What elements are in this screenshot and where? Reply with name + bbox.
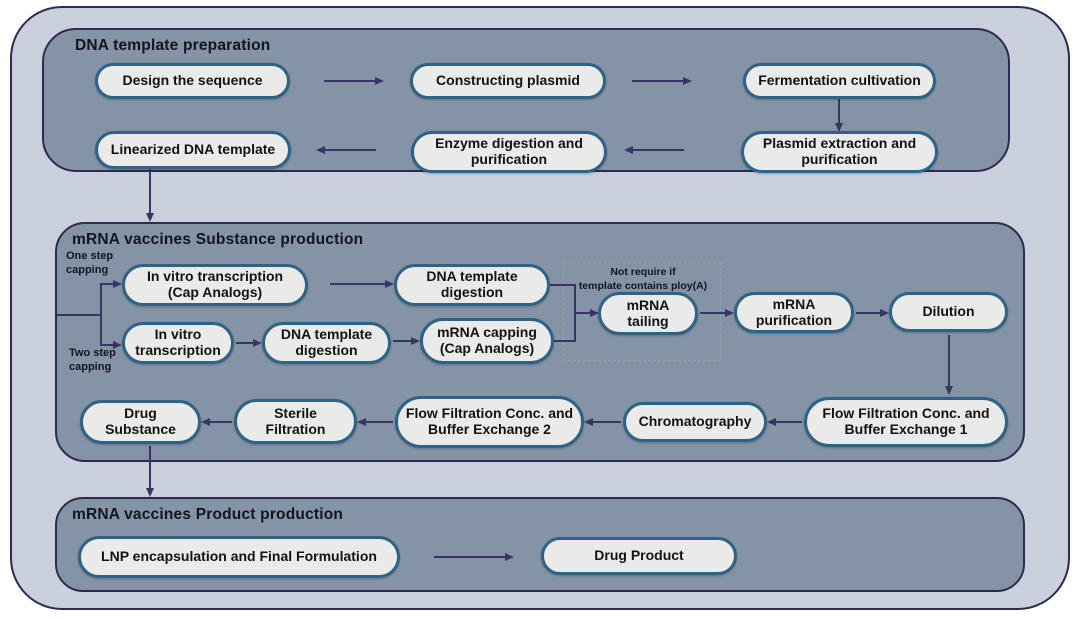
arrow-right-icon — [700, 312, 726, 314]
node-constructing-plasmid: Constructing plasmid — [410, 63, 606, 99]
node-in-vitro-transcription: In vitro transcription — [122, 322, 234, 364]
node-flow-filtration-2: Flow Filtration Conc. and Buffer Exchang… — [395, 396, 584, 448]
node-fermentation-cultivation: Fermentation cultivation — [743, 63, 936, 99]
arrow-right-icon — [434, 556, 506, 558]
arrow-right-icon — [393, 340, 412, 342]
node-design-the-sequence: Design the sequence — [95, 63, 290, 99]
node-mrna-capping: mRNA capping (Cap Analogs) — [420, 318, 554, 364]
node-mrna-purification: mRNA purification — [734, 292, 854, 333]
connector-line — [57, 314, 101, 316]
arrow-left-icon — [324, 149, 376, 151]
node-drug-product: Drug Product — [541, 537, 737, 575]
node-sterile-filtration: Sterile Filtration — [234, 399, 357, 444]
arrow-down-icon — [948, 335, 950, 387]
section-title: mRNA vaccines Substance production — [72, 231, 364, 248]
node-plasmid-extraction-purification: Plasmid extraction and purification — [741, 131, 938, 173]
connector-line — [574, 284, 576, 342]
node-dna-template-digestion-2: DNA template digestion — [262, 322, 391, 364]
arrow-left-icon — [365, 421, 393, 423]
node-chromatography: Chromatography — [623, 402, 767, 442]
arrow-left-icon — [592, 421, 621, 423]
section-title: mRNA vaccines Product production — [72, 506, 344, 523]
arrow-right-icon — [100, 344, 114, 346]
arrow-right-icon — [100, 283, 114, 285]
section-title: DNA template preparation — [75, 37, 271, 54]
arrow-down-icon — [838, 99, 840, 124]
connector-line — [550, 284, 576, 286]
arrow-right-icon — [576, 312, 591, 314]
arrow-left-icon — [632, 149, 684, 151]
arrow-right-icon — [324, 80, 376, 82]
node-linearized-dna-template: Linearized DNA template — [95, 131, 291, 169]
node-dilution: Dilution — [889, 292, 1008, 332]
node-mrna-tailing: mRNA tailing — [598, 292, 698, 335]
label-one-step-capping: One step capping — [66, 250, 114, 276]
optional-step-note: Not require if template contains ploy(A) — [578, 266, 708, 292]
connector-line — [554, 340, 576, 342]
arrow-right-icon — [856, 312, 881, 314]
node-drug-substance: Drug Substance — [80, 400, 201, 444]
node-dna-template-digestion-1: DNA template digestion — [394, 264, 550, 306]
arrow-right-icon — [236, 342, 254, 344]
arrow-down-icon — [149, 446, 151, 489]
arrow-left-icon — [209, 421, 232, 423]
node-ivt-cap-analogs: In vitro transcription (Cap Analogs) — [122, 264, 308, 306]
node-enzyme-digestion-purification: Enzyme digestion and purification — [411, 131, 607, 173]
arrow-right-icon — [632, 80, 684, 82]
node-lnp-encapsulation: LNP encapsulation and Final Formulation — [78, 536, 400, 578]
arrow-left-icon — [775, 421, 802, 423]
arrow-down-icon — [149, 169, 151, 214]
arrow-right-icon — [330, 283, 386, 285]
label-two-step-capping: Two step capping — [69, 347, 116, 373]
connector-line — [100, 284, 102, 346]
node-flow-filtration-1: Flow Filtration Conc. and Buffer Exchang… — [804, 397, 1008, 447]
